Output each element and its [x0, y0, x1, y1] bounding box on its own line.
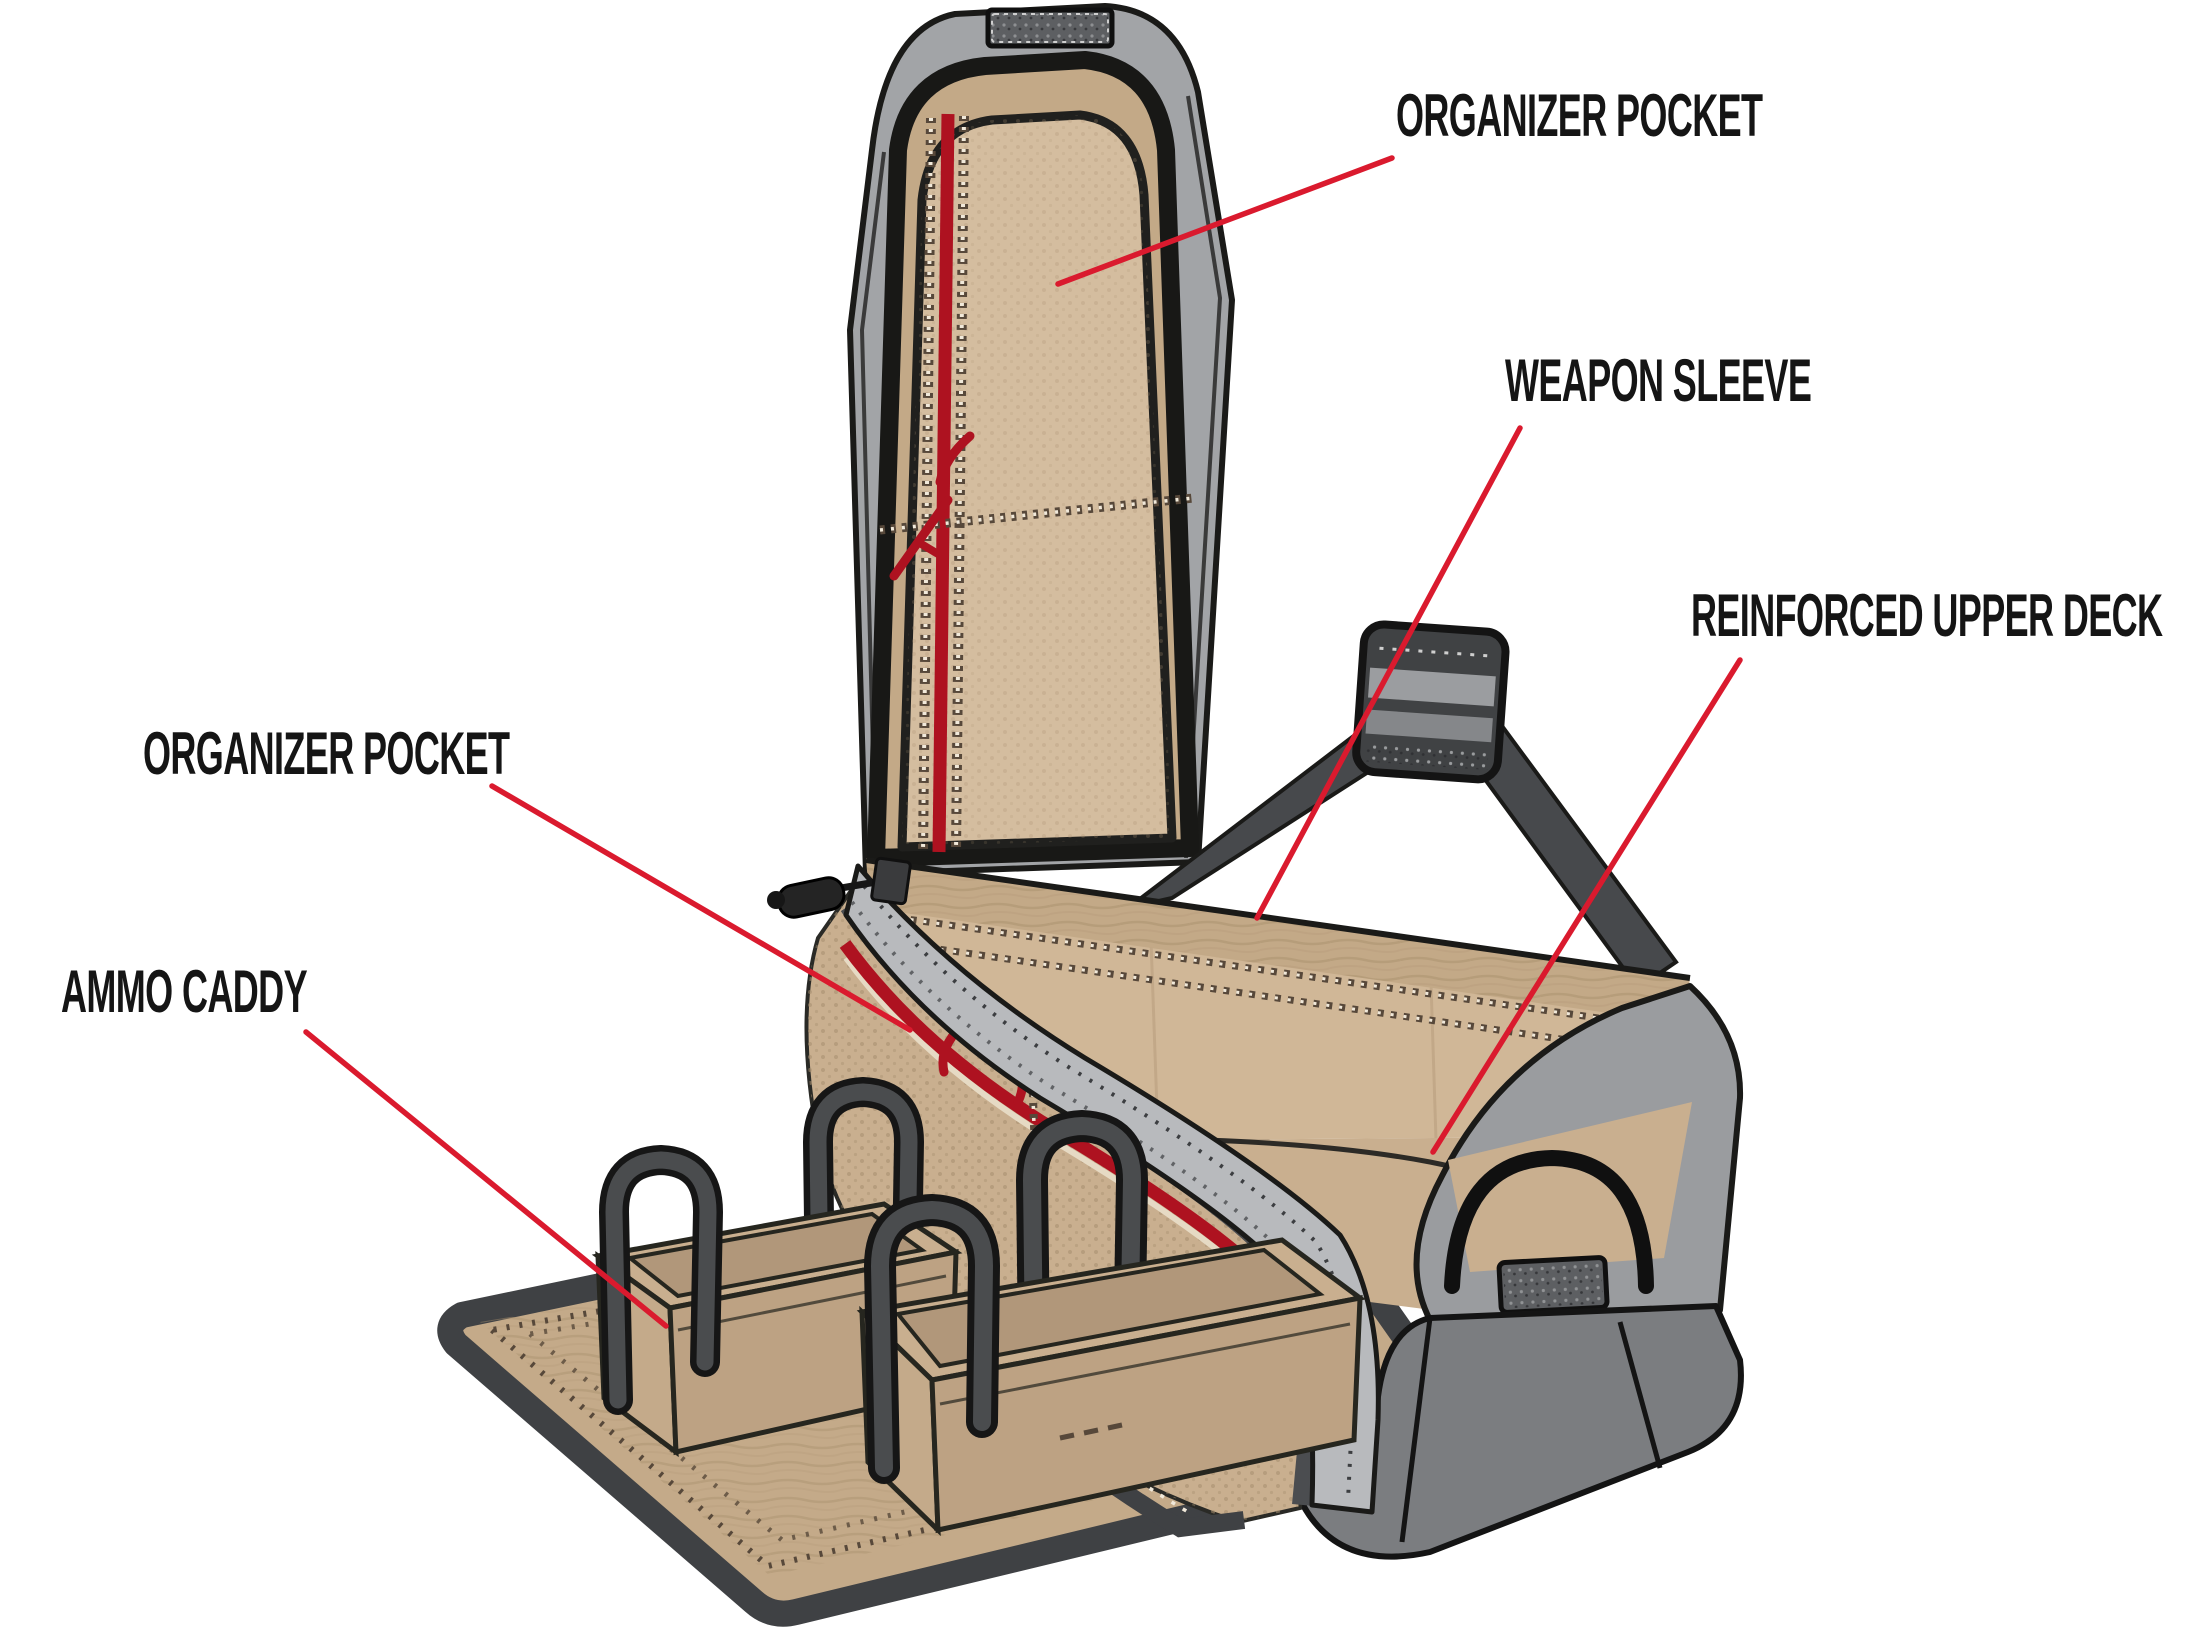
bag-base — [1300, 1303, 1744, 1560]
top-velcro-strip — [985, 7, 1115, 49]
caddy-side-face — [929, 1294, 1363, 1534]
leader-line-organizer-pocket-top — [1055, 155, 1395, 287]
zipper-pull — [914, 538, 942, 558]
back-panel-edge-groove — [859, 151, 886, 871]
back-panel — [847, 3, 1235, 877]
end-panel — [1413, 983, 1744, 1323]
strap-pad — [1352, 620, 1510, 784]
shoulder-strap — [1126, 620, 1679, 991]
label-organizer-pocket-top: ORGANIZER POCKET — [1396, 82, 1763, 149]
leader-line-weapon-sleeve — [1254, 425, 1523, 921]
grab-handle-arch — [1444, 1149, 1654, 1294]
caddy-interior — [894, 1247, 1325, 1369]
leader-lines — [303, 155, 1743, 1329]
back-panel-pocket-texture — [902, 115, 1172, 847]
label-ammo-caddy: AMMO CADDY — [61, 958, 308, 1025]
leader-line-reinforced-upper-deck — [1430, 657, 1743, 1155]
leader-line-organizer-pocket-side — [489, 783, 913, 1033]
label-weapon-sleeve: WEAPON SLEEVE — [1505, 347, 1812, 414]
zipper-pull — [935, 431, 975, 487]
label-organizer-pocket-side: ORGANIZER POCKET — [143, 720, 510, 787]
back-panel-divider-stitch — [879, 431, 1195, 581]
velcro-patch — [1496, 1255, 1610, 1315]
drawcord-toggle — [767, 856, 912, 919]
label-reinforced-upper-deck: REINFORCED UPPER DECK — [1691, 582, 2163, 649]
back-panel-edge-groove — [1184, 95, 1223, 859]
top-rim-band — [865, 857, 1691, 1060]
leader-line-ammo-caddy — [303, 1029, 669, 1329]
upper-bolster-band — [843, 863, 1381, 1515]
ammo-caddy-right — [856, 1109, 1367, 1537]
